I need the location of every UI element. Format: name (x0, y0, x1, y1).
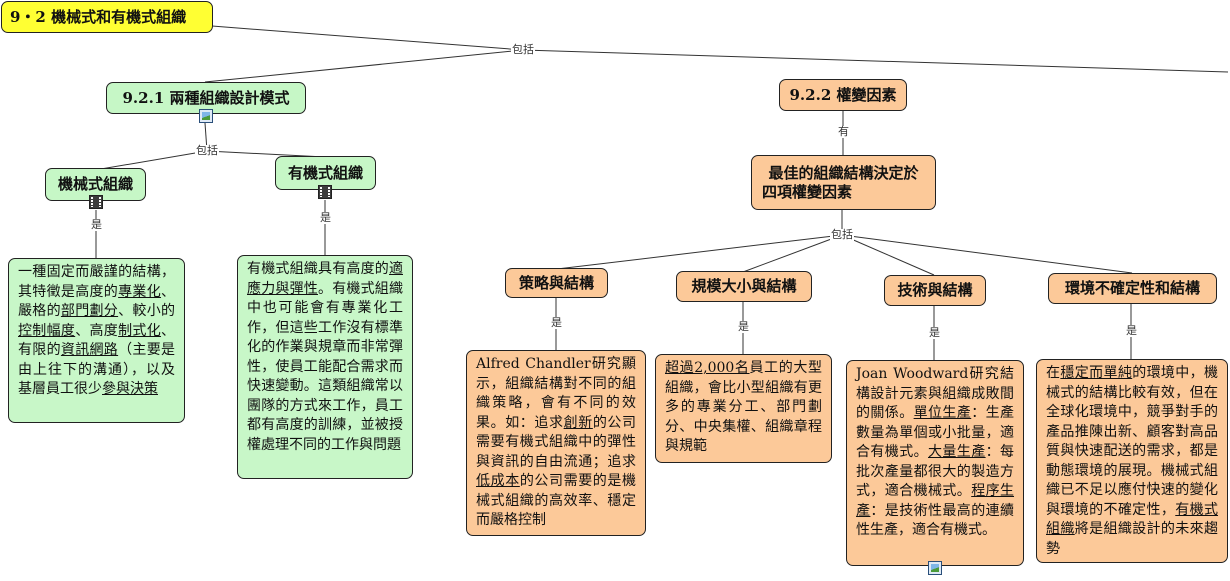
note-text: 的公司需要的是機械式組織的高效率、穩定而嚴格控制 (476, 473, 637, 528)
underlined-term: 參與決策 (102, 381, 158, 397)
underlined-term: 專業化 (118, 283, 162, 300)
topic-mechanistic[interactable]: 機械式組織 (45, 168, 146, 201)
underlined-term: 有機式組織 (1046, 501, 1219, 538)
image-icon[interactable] (199, 109, 213, 123)
underlined-term: 控制幅度 (18, 322, 76, 339)
underlined-term: 創新 (563, 414, 593, 431)
underlined-term: 超過2,000名 (665, 360, 750, 376)
note-text: Alfred Chandler研究顯示，組織結構對不同的組織策略，會有不同的效果… (476, 356, 636, 431)
underlined-term: 單位生產 (913, 405, 972, 421)
underlined-term: 穩定而單純 (1060, 365, 1133, 381)
note-text: 在 (1046, 365, 1061, 381)
note-text: （主要是由上往下的溝通），以及基層員工很少 (18, 342, 176, 397)
topic-strategy[interactable]: 策略與結構 (505, 268, 608, 298)
link-label-root: 包括 (511, 43, 535, 56)
topic-best-structure[interactable]: 最佳的組織結構決定於 四項權變因素 (751, 155, 936, 210)
note-text: 、較小的 (118, 303, 176, 319)
underlined-term: 低成本 (476, 473, 520, 489)
note-text: ：是技術性最高的連續性生產，適合有機式。 (856, 502, 1015, 539)
note-text: 一種固定而嚴謹的結構，其特徵是高度的 (18, 264, 175, 300)
link-label-best: 包括 (830, 228, 854, 241)
note-text: ：每批次產量都很大的製造方式，適合機械式。 (856, 444, 1015, 499)
note-technology: Joan Woodward研究結構設計元素與組織成敗間的關係。單位生產：生產數量… (846, 360, 1024, 566)
note-text: 有機式組織具有高度的 (247, 261, 389, 277)
note-text: ：生產數量為單個或小批量，適合有機式。 (856, 405, 1015, 460)
underlined-term: 資訊網路 (60, 342, 119, 358)
note-text: 的環境中，機械式的結構比較有效，但在全球化環境中，競爭對手的產品推陳出新、顧客對… (1046, 365, 1219, 518)
note-text: 的公司需要有機式組織中的彈性與資訊的自由流通；追求 (476, 414, 637, 470)
topic-size[interactable]: 規模大小與結構 (676, 271, 812, 302)
underlined-term: 制式化 (118, 322, 162, 339)
note-text: 。有機式組織中也可能會有專業化工作，但這些工作沒有標準化的作業與規章而非常彈性，… (247, 280, 403, 453)
note-text: Joan Woodward研究結構設計元素與組織成敗間的關係。 (856, 366, 1014, 421)
underlined-term: 部門劃分 (60, 303, 119, 319)
note-size: 超過2,000名員工的大型組織，會比小型組織有更多的專業分工、部門劃分、中央集權… (655, 354, 832, 463)
image-icon[interactable] (928, 561, 942, 575)
underlined-term: 程序生產 (856, 483, 1015, 519)
underlined-term: 適應力與彈性 (247, 261, 403, 297)
topic-best-structure-line1: 最佳的組織結構決定於 (768, 163, 919, 182)
note-organic: 有機式組織具有高度的適應力與彈性。有機式組織中也可能會有專業化工作，但這些工作沒… (237, 255, 413, 479)
topic-922[interactable]: 9.2.2 權變因素 (779, 79, 907, 111)
root-topic[interactable]: 9・2 機械式和有機式組織 (1, 1, 213, 33)
link-label-org: 是 (319, 211, 332, 224)
link-label-env: 是 (1125, 324, 1138, 337)
link-label-922: 有 (837, 125, 850, 138)
topic-technology[interactable]: 技術與結構 (884, 275, 986, 306)
note-mechanistic: 一種固定而嚴謹的結構，其特徵是高度的專業化、嚴格的部門劃分、較小的控制幅度、高度… (8, 258, 185, 423)
film-icon[interactable] (318, 185, 332, 199)
note-text: 、嚴格的 (18, 283, 176, 320)
note-text: 員工的大型組織，會比小型組織有更多的專業分工、部門劃分、中央集權、組織章程與規範 (665, 360, 822, 454)
underlined-term: 大量生產 (928, 444, 986, 460)
link-label-size: 是 (737, 320, 750, 333)
link-label-tech: 是 (928, 326, 941, 339)
link-label-mech: 是 (90, 218, 103, 231)
note-environment: 在穩定而單純的環境中，機械式的結構比較有效，但在全球化環境中，競爭對手的產品推陳… (1036, 359, 1228, 563)
topic-best-structure-line2: 四項權變因素 (762, 182, 853, 201)
topic-organic[interactable]: 有機式組織 (275, 156, 376, 190)
note-text: 將是組織設計的未來趨勢 (1046, 521, 1219, 557)
link-label-921: 包括 (195, 144, 219, 157)
film-icon[interactable] (89, 195, 103, 209)
note-text: 、有限的 (18, 322, 176, 359)
topic-environment[interactable]: 環境不確定性和結構 (1048, 273, 1217, 304)
link-label-strategy: 是 (550, 316, 563, 329)
note-strategy: Alfred Chandler研究顯示，組織結構對不同的組織策略，會有不同的效果… (466, 350, 646, 536)
note-text: 、高度 (75, 322, 119, 339)
